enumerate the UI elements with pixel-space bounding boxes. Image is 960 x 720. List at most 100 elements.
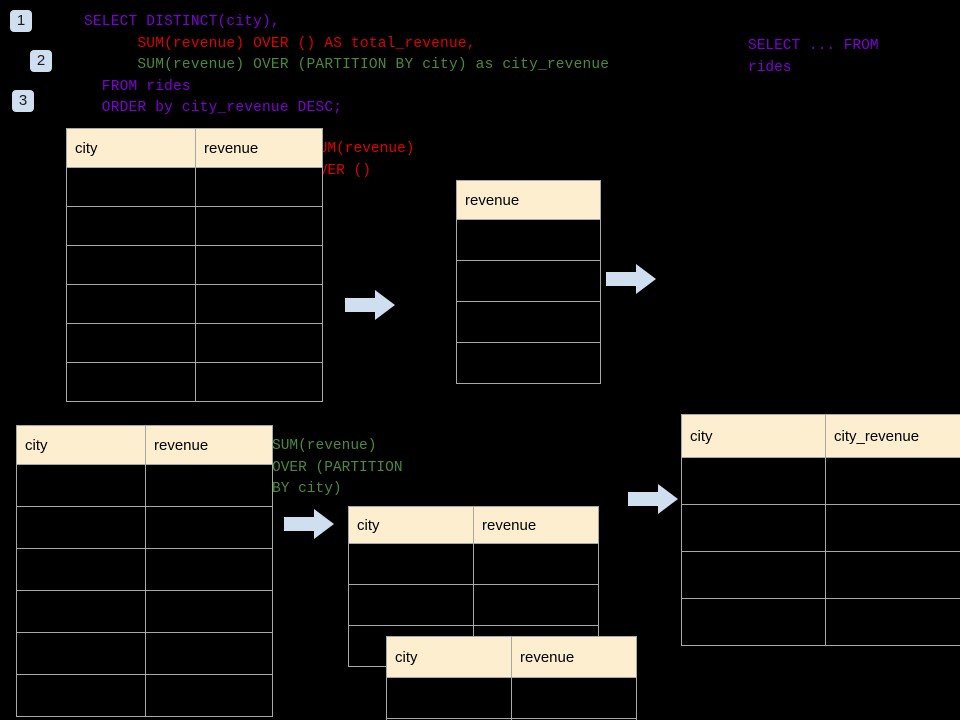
table-row bbox=[66, 245, 323, 285]
arrow-right-icon bbox=[284, 509, 334, 539]
table-cell bbox=[456, 260, 601, 302]
column-header-revenue: revenue bbox=[456, 180, 601, 220]
table-row bbox=[66, 206, 323, 246]
table-cell bbox=[195, 245, 323, 285]
table-cell bbox=[681, 551, 826, 599]
table-row bbox=[66, 323, 323, 363]
table-cell bbox=[16, 506, 146, 549]
table-cell bbox=[16, 674, 146, 717]
table-cell bbox=[145, 632, 273, 675]
arrow-right-icon bbox=[345, 290, 395, 320]
sql-line-4: FROM rides bbox=[84, 78, 191, 95]
table-cell bbox=[195, 362, 323, 402]
arrow-right-icon bbox=[628, 484, 678, 514]
column-header-revenue: revenue bbox=[145, 425, 273, 465]
table-row bbox=[16, 464, 273, 507]
table-cell bbox=[145, 590, 273, 633]
table-row bbox=[16, 674, 273, 717]
table-cell bbox=[825, 457, 960, 505]
table-row bbox=[681, 457, 960, 505]
table-cell bbox=[16, 548, 146, 591]
table-cell bbox=[16, 632, 146, 675]
table-cell bbox=[195, 206, 323, 246]
sql-line-5: ORDER by city_revenue DESC; bbox=[84, 100, 343, 116]
select-from-rides-annotation: SELECT ... FROM rides bbox=[748, 36, 879, 79]
table-row bbox=[386, 718, 637, 720]
table-cell bbox=[511, 677, 637, 719]
column-header-city: city bbox=[66, 128, 196, 168]
step-badge-1: 1 bbox=[10, 10, 32, 32]
table-row bbox=[16, 548, 273, 591]
table-cell bbox=[145, 464, 273, 507]
sum-over-empty-annotation-line-1: SUM(revenue) bbox=[310, 141, 415, 157]
table-cell bbox=[825, 551, 960, 599]
table-cell bbox=[456, 301, 601, 343]
sum-over-empty-annotation-line-2: OVER () bbox=[310, 162, 371, 179]
column-header-city: city bbox=[348, 506, 474, 544]
arrow-right-icon bbox=[606, 264, 656, 294]
step-badge-3: 3 bbox=[12, 90, 34, 112]
table-row bbox=[681, 551, 960, 599]
select-from-rides-annotation-line-1: SELECT ... FROM bbox=[748, 38, 879, 54]
table-cell bbox=[681, 504, 826, 552]
table-cell bbox=[145, 674, 273, 717]
table-cell bbox=[66, 167, 196, 207]
table-row bbox=[456, 342, 601, 384]
sql-line-2: SUM(revenue) OVER () AS total_revenue, bbox=[84, 35, 476, 52]
table-cell bbox=[66, 323, 196, 363]
sum-over-partition-annotation-line-1: SUM(revenue) bbox=[272, 438, 377, 454]
table-row bbox=[456, 301, 601, 343]
column-header-city: city bbox=[681, 414, 826, 458]
table-cell bbox=[145, 548, 273, 591]
table-row bbox=[66, 167, 323, 207]
arrow-partition-to-result bbox=[628, 482, 678, 516]
table-row bbox=[16, 632, 273, 675]
sql-query-block: SELECT DISTINCT(city), SUM(revenue) OVER… bbox=[84, 12, 609, 120]
table-row bbox=[456, 260, 601, 302]
column-header-city: city bbox=[16, 425, 146, 465]
arrow-source-to-total bbox=[345, 288, 395, 322]
arrow-total-to-result bbox=[606, 262, 656, 296]
table-row bbox=[681, 598, 960, 646]
table-cell bbox=[386, 677, 512, 719]
table-cell bbox=[456, 219, 601, 261]
table-header-row: revenue bbox=[456, 180, 601, 220]
table-cell bbox=[456, 342, 601, 384]
table-cell bbox=[825, 504, 960, 552]
table-cell bbox=[66, 245, 196, 285]
table-cell bbox=[195, 284, 323, 324]
arrow-source-to-partition bbox=[284, 507, 334, 541]
table-cell bbox=[825, 598, 960, 646]
sum-over-partition-annotation-line-2: OVER (PARTITION bbox=[272, 459, 403, 476]
table-row bbox=[386, 677, 637, 719]
table-cell bbox=[473, 543, 599, 585]
step-badge-2: 2 bbox=[30, 50, 52, 72]
table-row bbox=[348, 584, 599, 626]
table-cell bbox=[145, 506, 273, 549]
select-from-rides-annotation-line-2: rides bbox=[748, 59, 792, 76]
table-row bbox=[681, 504, 960, 552]
table-cell bbox=[66, 284, 196, 324]
table-cell bbox=[16, 464, 146, 507]
table-cell bbox=[348, 584, 474, 626]
table-row bbox=[66, 284, 323, 324]
table-cell bbox=[473, 584, 599, 626]
sum-over-empty-annotation: SUM(revenue) OVER () bbox=[310, 139, 414, 182]
table-cell bbox=[195, 323, 323, 363]
total-revenue-table: revenue bbox=[456, 180, 601, 384]
table-cell bbox=[66, 206, 196, 246]
table-row bbox=[16, 506, 273, 549]
table-cell bbox=[16, 590, 146, 633]
column-header-revenue: revenue bbox=[473, 506, 599, 544]
